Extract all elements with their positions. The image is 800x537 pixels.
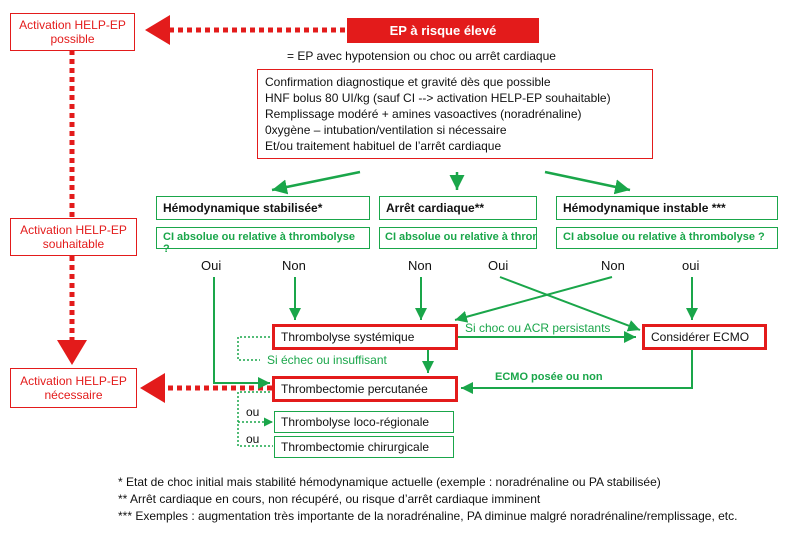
- branch-arret-title: Arrêt cardiaque**: [386, 201, 485, 215]
- edge-label-si-echec: Si échec ou insuffisant: [267, 353, 387, 367]
- b2-oui-flow: [499, 276, 641, 332]
- confirmation-line: 0xygène – intubation/ventilation si néce…: [265, 123, 507, 137]
- edge-label-ou-1: ou: [246, 405, 260, 419]
- branch-arret-question: CI absolue ou relative à thrombolyse ?: [385, 231, 536, 243]
- branch-instable-question: CI absolue ou relative à thrombolyse ?: [563, 231, 765, 243]
- activation-possible-box: Activation HELP-EP possible: [10, 13, 135, 51]
- branch-stable-question: CI absolue ou relative à thrombolyse ?: [163, 231, 355, 255]
- activation-necessaire-label: Activation HELP-EP nécessaire: [20, 374, 127, 402]
- answer-b2-non: Non: [408, 258, 432, 273]
- thrombectomie-chir-label: Thrombectomie chirurgicale: [281, 440, 430, 454]
- activation-necessaire-box: Activation HELP-EP nécessaire: [10, 368, 137, 408]
- thrombolyse-loco-box: Thrombolyse loco-régionale: [274, 411, 454, 433]
- confirmation-line: Et/ou traitement habituel de l’arrêt car…: [265, 139, 502, 153]
- activation-possible-label: Activation HELP-EP possible: [19, 18, 126, 46]
- dotted-systemique-loop: [237, 336, 270, 361]
- activation-souhaitable-label: Activation HELP-EP souhaitable: [20, 223, 127, 251]
- branch-instable-title-box: Hémodynamique instable ***: [556, 196, 778, 220]
- b3-non-flow: [454, 276, 613, 323]
- answer-b3-non: Non: [601, 258, 625, 273]
- branch-arret-question-box: CI absolue ou relative à thrombolyse ?: [379, 227, 537, 249]
- branch-stable-title: Hémodynamique stabilisée*: [163, 201, 323, 215]
- ep-title-box: EP à risque élevé: [347, 18, 539, 43]
- confirmation-box: Confirmation diagnostique et gravité dès…: [257, 69, 653, 159]
- edge-label-si-choc: Si choc ou ACR persistants: [465, 321, 611, 335]
- b1-oui-flow: [213, 277, 270, 389]
- branch-stable-question-box: CI absolue ou relative à thrombolyse ?: [156, 227, 370, 255]
- footnote-2: ** Arrêt cardiaque en cours, non récupér…: [118, 492, 541, 506]
- confirmation-line: Confirmation diagnostique et gravité dès…: [265, 75, 551, 89]
- thrombolyse-systemique-label: Thrombolyse systémique: [281, 330, 415, 344]
- dotted-percutanee-branches: [237, 391, 273, 447]
- thrombectomie-percutanee-label: Thrombectomie percutanée: [281, 382, 428, 396]
- branch-instable-question-box: CI absolue ou relative à thrombolyse ?: [556, 227, 778, 249]
- footnotes: * Etat de choc initial mais stabilité hé…: [118, 474, 798, 525]
- ecmo-to-percutanee: [461, 350, 693, 394]
- thrombectomie-chir-box: Thrombectomie chirurgicale: [274, 436, 454, 458]
- answer-b3-oui: oui: [682, 258, 700, 273]
- activation-souhaitable-box: Activation HELP-EP souhaitable: [10, 218, 137, 256]
- answer-b1-oui: Oui: [201, 258, 222, 273]
- branch-stable-title-box: Hémodynamique stabilisée*: [156, 196, 370, 220]
- edge-label-ou-2: ou: [246, 432, 260, 446]
- confirmation-line: Remplissage modéré + amines vasoactives …: [265, 107, 582, 121]
- answer-b2-oui: Oui: [488, 258, 509, 273]
- green-arrow-to-stable: [271, 170, 361, 195]
- considerer-ecmo-label: Considérer ECMO: [651, 330, 750, 344]
- green-arrow-to-instable: [544, 170, 631, 195]
- branch-instable-title: Hémodynamique instable ***: [563, 201, 726, 215]
- branch-arret-title-box: Arrêt cardiaque**: [379, 196, 537, 220]
- thrombolyse-systemique-box: Thrombolyse systémique: [272, 324, 458, 350]
- confirmation-line: HNF bolus 80 UI/kg (sauf CI --> activati…: [265, 91, 611, 105]
- footnote-1: * Etat de choc initial mais stabilité hé…: [118, 475, 661, 489]
- thrombectomie-percutanee-box: Thrombectomie percutanée: [272, 376, 458, 402]
- edge-label-ecmo-posee: ECMO posée ou non: [495, 371, 603, 383]
- thrombolyse-loco-label: Thrombolyse loco-régionale: [281, 415, 430, 429]
- considerer-ecmo-box: Considérer ECMO: [642, 324, 767, 350]
- answer-b1-non: Non: [282, 258, 306, 273]
- ep-definition: = EP avec hypotension ou choc ou arrêt c…: [287, 49, 556, 63]
- ep-title: EP à risque élevé: [389, 23, 497, 38]
- footnote-3: *** Exemples : augmentation très importa…: [118, 509, 738, 523]
